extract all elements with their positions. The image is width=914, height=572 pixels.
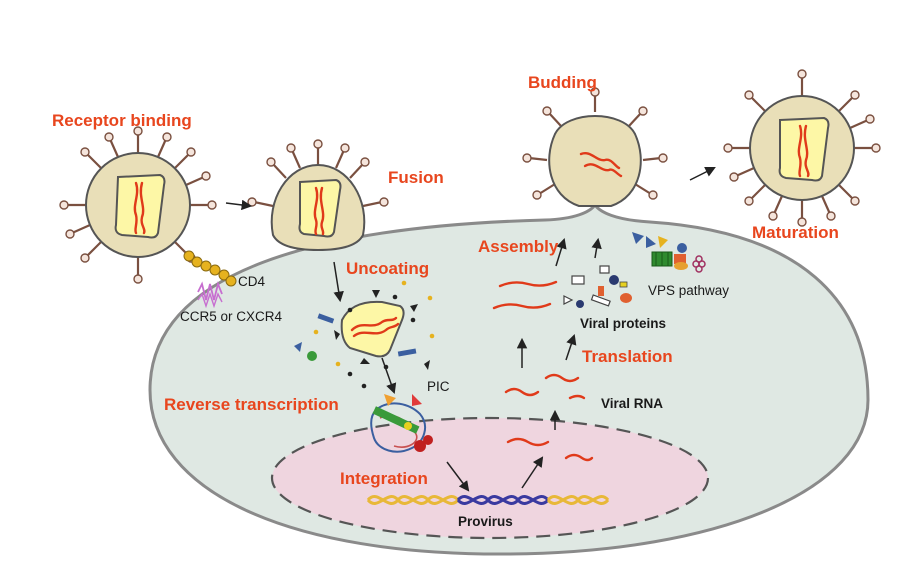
- arrow-proteins-to-budding: [591, 237, 602, 259]
- label-receptor-binding: Receptor binding: [52, 111, 192, 130]
- label-budding: Budding: [528, 73, 597, 92]
- arrow-uncoating-to-pic: [381, 357, 397, 394]
- mature-spikes: [723, 69, 881, 227]
- arrow-binding-to-fusion: [225, 199, 253, 211]
- process-arrows: [225, 167, 716, 492]
- fusion-spikes: [247, 139, 389, 208]
- virion-receptor-binding: [59, 126, 217, 284]
- label-translation: Translation: [582, 347, 673, 366]
- virion-budding: [522, 87, 668, 207]
- budding-spikes: [522, 87, 668, 200]
- label-coreceptor: CCR5 or CXCR4: [180, 309, 283, 324]
- label-assembly: Assembly: [478, 237, 559, 256]
- capsid-fragments: [294, 280, 435, 389]
- arrow-pic-to-integration: [446, 461, 470, 492]
- viral-proteins: [563, 265, 632, 308]
- label-fusion: Fusion: [388, 168, 444, 187]
- label-cd4: CD4: [238, 274, 265, 289]
- mature-capsid: [778, 116, 830, 182]
- cd4-receptor: [183, 250, 237, 287]
- label-vps-pathway: VPS pathway: [648, 283, 729, 298]
- viral-rna-strands: [504, 373, 594, 462]
- label-viral-proteins: Viral proteins: [580, 316, 666, 331]
- arrow-fusion-to-uncoating: [333, 261, 344, 303]
- virion-mature: [723, 69, 881, 227]
- virion-spikes: [59, 126, 217, 284]
- capsid: [114, 173, 166, 239]
- label-provirus: Provirus: [458, 514, 513, 529]
- arrow-translation-to-proteins: [565, 334, 577, 361]
- budding-envelope: [548, 115, 642, 207]
- provirus-dna: [366, 495, 610, 505]
- vps-flower: [692, 255, 706, 273]
- assembly-rna: [492, 280, 558, 310]
- coreceptor: [197, 281, 223, 309]
- label-reverse-transcription: Reverse transcription: [164, 395, 339, 414]
- uncoating-capsid: [334, 300, 405, 364]
- label-uncoating: Uncoating: [346, 259, 429, 278]
- label-viral-rna: Viral RNA: [601, 396, 663, 411]
- label-pic: PIC: [427, 379, 450, 394]
- arrow-budding-to-maturation: [689, 167, 716, 181]
- fusion-capsid: [298, 178, 342, 238]
- vps-complex: [632, 232, 706, 273]
- label-maturation: Maturation: [752, 223, 839, 242]
- label-integration: Integration: [340, 469, 428, 488]
- arrow-provirus-to-rna: [521, 456, 544, 489]
- arrow-assembly-to-budding: [555, 237, 567, 267]
- virion-fusion: [247, 139, 389, 252]
- pic-complex: [370, 394, 433, 453]
